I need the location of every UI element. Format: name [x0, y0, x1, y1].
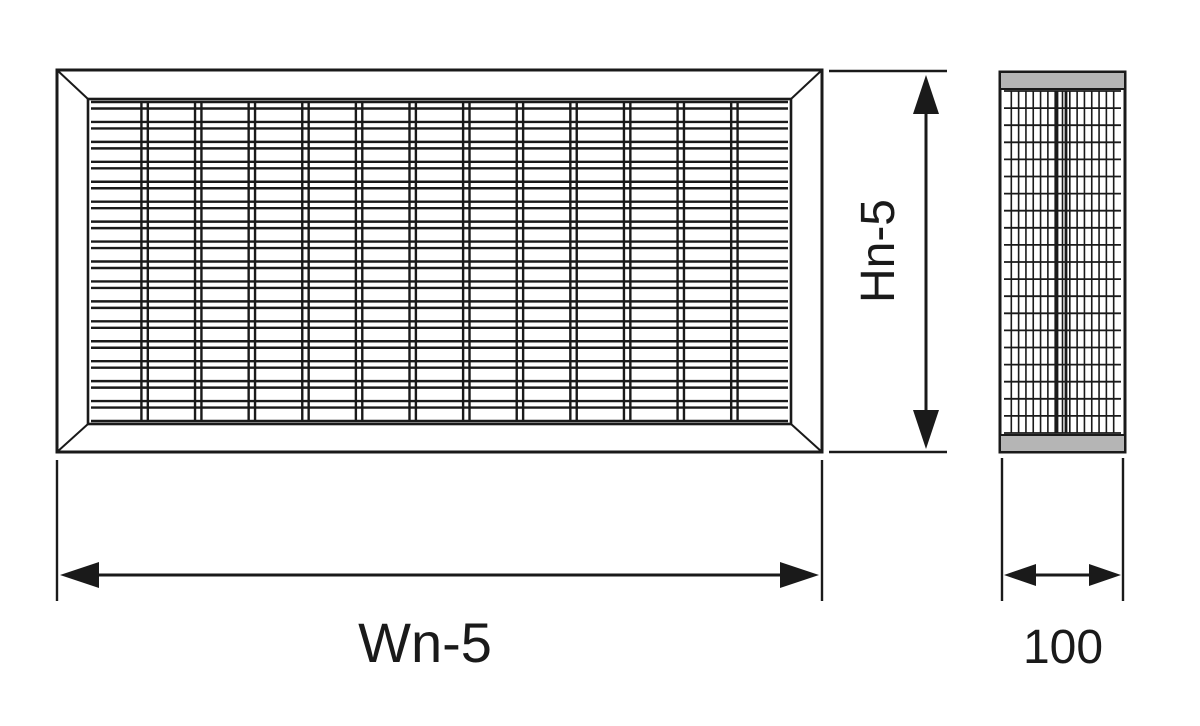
front-slat-pattern — [91, 100, 788, 423]
side-hatch-pattern — [1004, 90, 1121, 434]
side-bottom-cap — [999, 434, 1126, 453]
height-dimension-label: Hn-5 — [851, 198, 905, 304]
depth-dimension-label: 100 — [1022, 621, 1104, 674]
width-arrowhead-right-icon — [780, 562, 819, 588]
width-dimension — [55, 460, 824, 601]
depth-dimension — [1000, 458, 1125, 601]
height-arrowhead-up-icon — [913, 75, 939, 114]
front-inner-frame — [86, 97, 793, 426]
front-bevel-bottom-right — [790, 423, 823, 453]
front-view — [55, 68, 824, 454]
front-bevel-top-right — [790, 69, 823, 100]
height-dimension — [829, 69, 947, 454]
front-bevel-bottom-left — [56, 423, 89, 453]
depth-arrowhead-left-icon — [1004, 564, 1036, 586]
front-bevel-top-left — [56, 69, 89, 100]
width-dimension-label: Wn-5 — [358, 611, 492, 674]
side-view — [998, 70, 1127, 454]
height-arrowhead-down-icon — [913, 410, 939, 449]
width-arrowhead-left-icon — [60, 562, 99, 588]
depth-arrowhead-right-icon — [1089, 564, 1121, 586]
side-top-cap — [999, 71, 1126, 90]
